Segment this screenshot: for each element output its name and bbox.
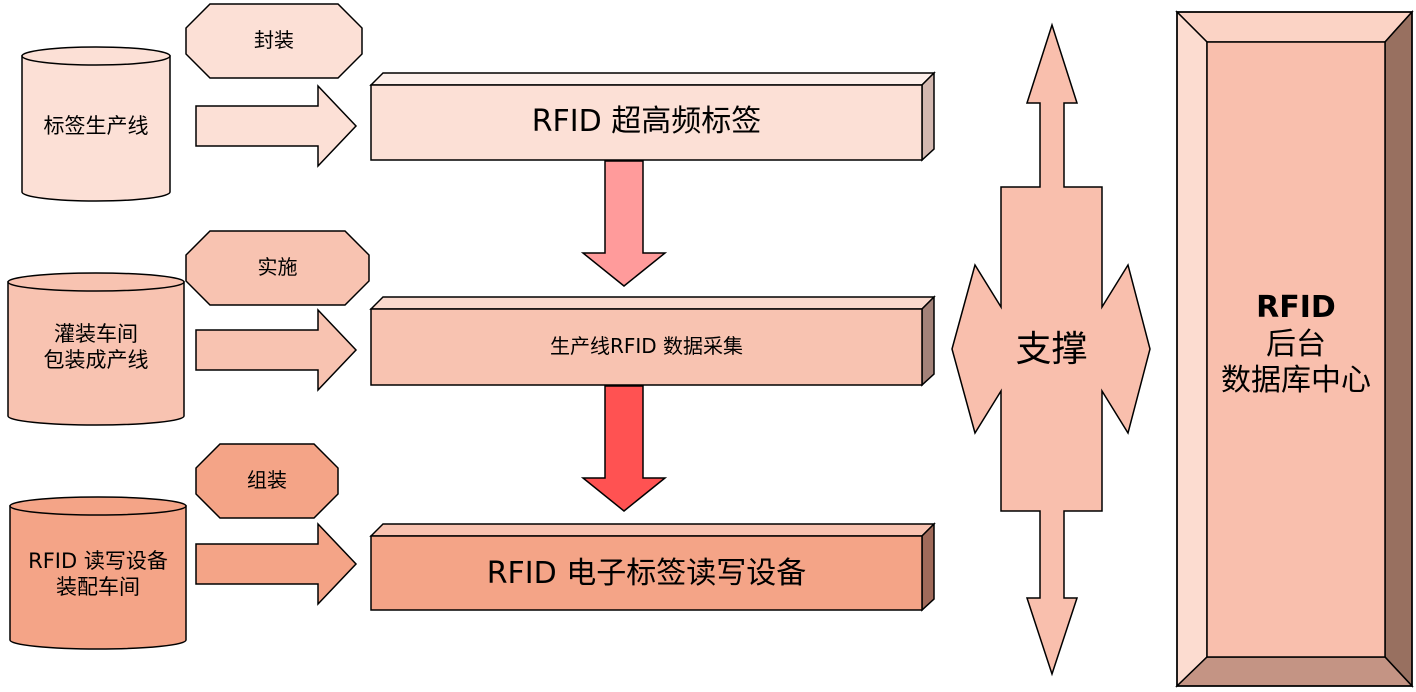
- database-line-3: 数据库中心: [1221, 363, 1371, 399]
- target-label-text: RFID 超高频标签: [531, 104, 762, 139]
- arrow-right-row3: [195, 522, 358, 606]
- box-rfid-uhf-tag: [369, 71, 936, 162]
- database-center-label: RFID 后台 数据库中心: [1207, 290, 1385, 400]
- box-rfid-tag-reader-device: [369, 522, 936, 612]
- octagon-implementation: [185, 230, 370, 306]
- source-label-text: 标签生产线: [43, 114, 149, 138]
- database-line-1: RFID: [1256, 290, 1336, 325]
- source-label-production-line: 标签生产线: [22, 113, 170, 139]
- box-production-line-data-collection: [369, 295, 936, 387]
- database-center-tower: [1175, 10, 1414, 688]
- octagon-packaging: [185, 3, 363, 79]
- arrow-down-red: [580, 385, 668, 512]
- cylinder-filling-workshop: [7, 272, 185, 426]
- arrow-right-row2: [195, 308, 358, 392]
- process-label-implementation: 实施: [186, 255, 369, 280]
- source-line-1: 灌装车间: [54, 322, 138, 346]
- support-label-text: 支撑: [1015, 329, 1088, 370]
- process-label-assembly: 组装: [196, 468, 338, 493]
- source-line-1: RFID 读写设备: [28, 549, 168, 573]
- source-rfid-device-assembly: RFID 读写设备 装配车间: [10, 548, 186, 601]
- arrow-down-light-red: [580, 160, 668, 287]
- source-line-2: 装配车间: [56, 575, 140, 600]
- process-label-text: 实施: [257, 255, 298, 279]
- cylinder-label-production-line: [21, 46, 171, 202]
- source-filling-workshop: 灌装车间 包装成产线: [8, 321, 184, 374]
- process-label-text: 封装: [254, 28, 294, 52]
- support-four-way-arrow: [951, 22, 1151, 677]
- target-production-line-data-collection: 生产线RFID 数据采集: [371, 334, 922, 359]
- process-label-text: 组装: [247, 468, 287, 492]
- target-label-text: 生产线RFID 数据采集: [549, 334, 744, 358]
- source-line-2: 包装成产线: [43, 348, 149, 373]
- target-rfid-uhf-tag: RFID 超高频标签: [371, 103, 922, 141]
- target-label-text: RFID 电子标签读写设备: [486, 556, 807, 591]
- octagon-assembly: [195, 443, 339, 519]
- cylinder-rfid-device-assembly: [9, 496, 187, 650]
- process-label-packaging: 封装: [186, 28, 362, 53]
- arrow-right-row1: [195, 84, 358, 168]
- support-label: 支撑: [1001, 327, 1102, 372]
- target-rfid-tag-reader-device: RFID 电子标签读写设备: [371, 555, 922, 593]
- database-line-2: 后台: [1266, 326, 1326, 362]
